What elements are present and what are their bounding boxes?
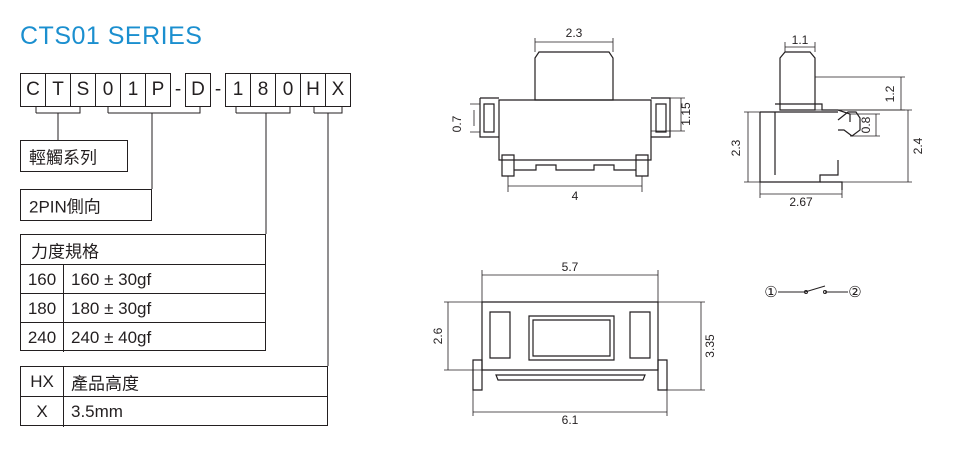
dim-side-top: 1.1 [792,33,809,47]
code-connectors [35,107,343,366]
code-dash: - [214,79,222,100]
code-char: X [326,73,351,107]
dim-front-right: 1.15 [679,102,693,126]
force-header-row: 力度規格 [21,235,265,264]
code-char: 1 [121,73,146,107]
table-row: 180 180 ± 30gf [21,293,265,323]
pin-label: 2PIN側向 [29,197,101,217]
dim-bottom-left: 2.6 [431,327,445,344]
code-char: D [185,73,211,107]
force-code: 180 [21,294,64,323]
dim-side-r3: 2.4 [911,137,925,154]
pin1-label: ① [764,284,777,301]
dim-bottom-top: 5.7 [562,260,579,274]
force-code: 160 [21,265,64,294]
front-view-dimensions [470,38,685,192]
pin2-label: ② [848,284,861,301]
force-header: 力度規格 [31,242,99,261]
bottom-view-drawing [472,301,668,391]
type-label: 輕觸系列 [29,148,97,168]
code-char: S [71,73,96,107]
force-value: 240 ± 40gf [71,327,152,347]
force-code: 240 [21,323,64,352]
part-code-boxes: C T S 0 1 P - D - 1 8 0 H X [20,73,351,107]
side-view-drawing [759,51,861,190]
dim-side-bottom: 2.67 [789,195,813,209]
code-char: P [146,73,171,107]
series-title: CTS01 SERIES [20,22,203,50]
code-char: 0 [276,73,301,107]
force-value: 160 ± 30gf [71,269,152,289]
dim-side-r2: 0.8 [859,116,873,133]
dim-side-r1: 1.2 [883,85,897,102]
code-char: 8 [251,73,276,107]
code-char: H [301,73,326,107]
force-table: 力度規格 160 160 ± 30gf 180 180 ± 30gf 240 2… [20,234,266,352]
dim-bottom-right: 3.35 [703,334,717,358]
height-table: HX 產品高度 X 3.5mm [20,366,328,427]
side-view-dimensions [744,42,912,198]
height-code: X [21,397,64,427]
force-value: 180 ± 30gf [71,298,152,318]
table-row: HX 產品高度 [21,367,327,396]
code-dash: - [174,79,182,100]
dim-front-bottom: 4 [572,189,579,203]
dim-bottom-bottom: 6.1 [562,413,579,427]
code-char: C [20,73,46,107]
dim-side-left: 2.3 [729,139,743,156]
table-row: 240 240 ± 40gf [21,322,265,352]
switch-schematic [778,285,848,294]
code-char: T [46,73,71,107]
height-code: HX [21,367,64,396]
dim-front-left: 0.7 [450,115,464,132]
front-view-drawing [479,51,671,177]
height-value: 產品高度 [71,374,139,393]
pin-box: 2PIN側向 [20,189,152,221]
height-value: 3.5mm [71,402,123,421]
bottom-view-dimensions [444,270,705,416]
dim-front-top: 2.3 [566,26,583,40]
type-box: 輕觸系列 [20,140,128,172]
code-char: 1 [225,73,251,107]
table-row: X 3.5mm [21,396,327,427]
code-char: 0 [96,73,121,107]
table-row: 160 160 ± 30gf [21,264,265,294]
